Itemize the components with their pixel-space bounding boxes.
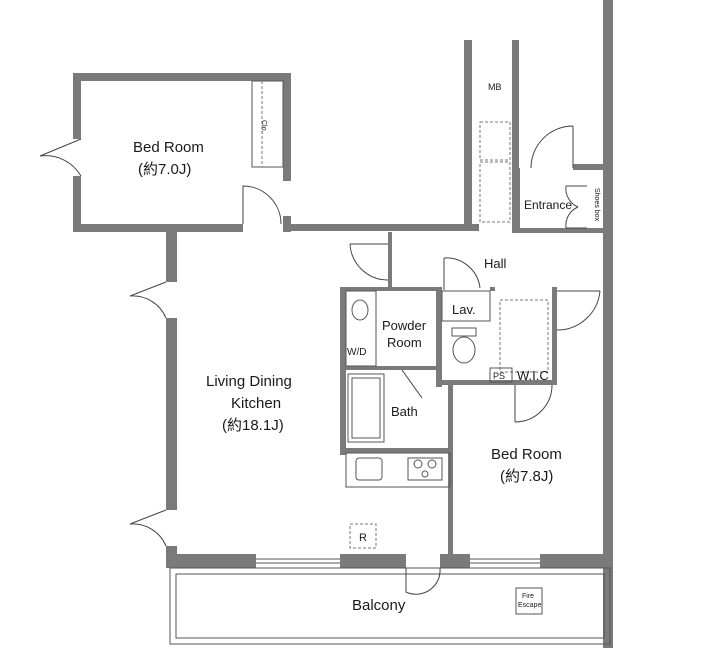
ldk-size: (約18.1J) [222,417,284,434]
wic-label: W.I.C [517,368,549,383]
bed-room-2-name: Bed Room [491,446,562,463]
powder-room-line2: Room [387,335,422,350]
fire-escape-line1: Fire [522,593,534,600]
fire-escape-line2: Escape [518,602,541,609]
room-labels: Bed Room (約7.0J) Living Dining Kitchen (… [133,139,572,614]
balcony-label: Balcony [352,597,406,614]
refrigerator-label: R [359,532,367,544]
ldk-label-line1: Living Dining [206,373,292,390]
lav-label: Lav. [452,302,476,317]
entrance-label: Entrance [524,198,572,212]
hall-label: Hall [484,256,507,271]
pipe-space-label: PS [493,371,505,381]
closet-label: Clo. [260,120,267,133]
washer-label: W/D [347,347,366,358]
walls [73,0,613,648]
shoes-box-label: Shoes box [593,188,600,222]
fixture-labels: MB Clo. Shoes box W/D PS R Fire Escape [260,82,600,609]
bed-room-1-name: Bed Room [133,139,204,156]
meter-box-label: MB [488,82,502,92]
doors [39,125,601,595]
ldk-label-line2: Kitchen [231,395,281,412]
bed-room-2-size: (約7.8J) [500,468,553,485]
bath-label: Bath [391,404,418,419]
fixtures [251,80,549,615]
powder-room-line1: Powder [382,318,427,333]
bed-room-1-size: (約7.0J) [138,161,191,178]
